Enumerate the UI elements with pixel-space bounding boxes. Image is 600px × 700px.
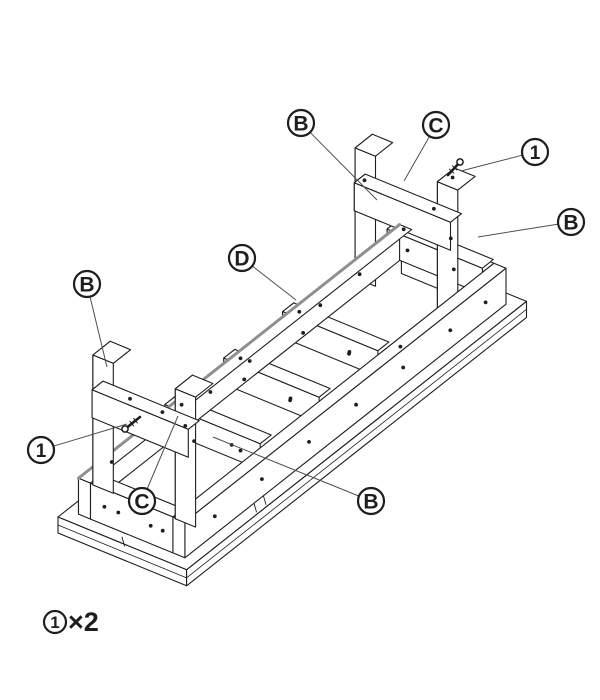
callout-leg-b-top: B	[286, 108, 378, 201]
screw-hole	[238, 448, 243, 453]
callout-label: D	[234, 248, 249, 271]
screw-hole	[432, 206, 436, 211]
leader-line	[403, 136, 431, 182]
callout-circle	[520, 137, 550, 167]
legend-quantity: ×2	[68, 607, 99, 637]
screw-hole	[208, 390, 213, 394]
screw-hole	[307, 440, 311, 444]
screw-hole	[448, 328, 453, 333]
callout-circle	[286, 108, 316, 138]
screw-hole	[483, 300, 488, 305]
screw-thread	[448, 168, 455, 174]
leader-line	[251, 265, 297, 301]
screw-hole	[401, 365, 406, 370]
screw-hole	[128, 396, 132, 401]
leader-line	[53, 423, 128, 447]
screw-hole	[398, 344, 403, 349]
edge-highlight	[77, 223, 402, 480]
callout-leg-b-bottom: B	[212, 436, 386, 516]
screw-hole	[450, 175, 455, 180]
callout-screw-1-top: 1	[460, 137, 550, 172]
callout-circle	[227, 243, 257, 273]
callout-rail-c-bottom: C	[127, 415, 179, 516]
screw-hole	[354, 402, 358, 407]
quantity-legend: 1 ×2	[42, 607, 99, 637]
screw-hole	[288, 398, 292, 403]
callout-label: 1	[36, 441, 47, 462]
callout-leg-b-left: B	[72, 269, 108, 368]
screw-thread	[133, 417, 138, 424]
screw-hole	[192, 439, 197, 443]
part-callouts: B C 1 B D	[26, 108, 586, 516]
screw-hole	[179, 402, 184, 407]
screw-head	[456, 158, 464, 166]
screw-hole	[318, 303, 323, 308]
leg-b-near-left	[92, 340, 132, 364]
callout-label: C	[134, 491, 149, 514]
leader-line	[460, 154, 523, 172]
leader-line	[477, 223, 559, 238]
screw-hole	[116, 510, 121, 515]
screw-hole	[405, 248, 410, 253]
callout-screw-1-left: 1	[26, 423, 128, 465]
rail-c-near	[91, 380, 200, 430]
screw-hole	[238, 356, 243, 361]
legend-part-number: 1	[50, 613, 59, 632]
screw-hole	[160, 410, 165, 414]
callout-side-rail-d: D	[227, 243, 297, 301]
screw-hole	[160, 528, 165, 533]
screw-hole	[183, 424, 188, 428]
plank-line	[57, 524, 187, 579]
callout-label: B	[79, 274, 94, 297]
screw-thread	[129, 420, 135, 427]
callout-label: B	[293, 113, 308, 136]
callout-leg-b-right: B	[477, 207, 586, 238]
plank-line	[186, 308, 527, 579]
leg-b-near-right	[174, 374, 214, 398]
table-frame-drawing	[57, 133, 528, 587]
callout-circle	[127, 486, 157, 516]
screw-hole	[362, 178, 367, 183]
leg-b-near-right	[174, 388, 197, 528]
side-rail-d	[77, 477, 92, 520]
screw-hole	[301, 331, 305, 335]
screw-hole	[242, 377, 247, 382]
screw-hole	[401, 227, 406, 232]
screw-hole	[260, 477, 264, 481]
screw-hole	[448, 236, 453, 241]
screw-hole	[109, 460, 114, 464]
legend-part-circle	[42, 609, 68, 635]
screw-head	[121, 425, 129, 433]
leader-line	[146, 415, 179, 490]
screw-hole	[247, 359, 252, 363]
joint-mark	[121, 536, 125, 547]
callout-label: B	[363, 491, 378, 514]
screw-thread	[451, 165, 458, 171]
leg-b-far-left	[354, 133, 394, 157]
callout-circle	[421, 110, 451, 140]
callout-circle	[72, 269, 102, 299]
callout-circle	[26, 435, 56, 465]
screw-hole	[347, 351, 351, 356]
screw-hole	[297, 309, 302, 314]
callout-label: 1	[530, 143, 541, 164]
joint-mark	[262, 495, 267, 505]
screw-hole	[212, 514, 217, 519]
screw-hole	[102, 504, 107, 509]
side-rail-right	[172, 516, 186, 559]
callout-circle	[556, 207, 586, 237]
screw-hole	[357, 272, 362, 277]
leader-line	[212, 436, 360, 497]
screw-hole	[148, 523, 153, 528]
callout-label: C	[428, 115, 443, 138]
joint-mark	[253, 502, 257, 513]
callout-rail-c-top: C	[403, 110, 451, 182]
callout-label: B	[563, 212, 578, 235]
leader-line	[89, 296, 108, 368]
screw-hole	[451, 267, 456, 272]
callout-circle	[356, 486, 386, 516]
leader-line	[309, 131, 378, 201]
